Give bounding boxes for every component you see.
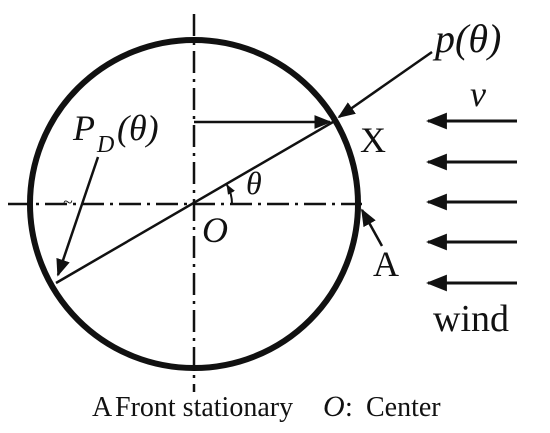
caption: A Front stationary O : Center	[92, 390, 441, 423]
p-theta-pointer-arrow	[337, 50, 433, 119]
diameter-line	[55, 120, 334, 285]
point-a-label: A	[373, 244, 399, 284]
cylinder-circle	[27, 37, 361, 371]
pd-theta-pointer-arrow	[56, 156, 100, 277]
caption-a-letter: A	[92, 392, 113, 423]
wind-label: wind	[433, 298, 509, 340]
p-theta-label: p(θ)	[432, 16, 501, 61]
theta-label: θ	[246, 165, 262, 201]
wind-arrows	[425, 112, 517, 292]
pd-theta-P: P	[72, 108, 95, 148]
wind-speed-label: v	[470, 74, 486, 114]
center-o-label: O	[202, 210, 228, 250]
caption-o-letter: O	[323, 390, 345, 423]
pd-theta-subscript: D	[96, 132, 114, 158]
point-a-pointer-arrow	[360, 208, 384, 247]
caption-o-colon: :	[345, 392, 353, 423]
tilde-mark: ~	[63, 192, 73, 212]
theta-angle-arc	[226, 184, 235, 205]
caption-o-text: Center	[366, 392, 441, 423]
point-x-label: X	[360, 120, 386, 160]
pd-theta-arg: (θ)	[117, 108, 159, 148]
caption-a-text: Front stationary	[115, 392, 293, 423]
pd-theta-label: P D (θ)	[72, 108, 159, 158]
